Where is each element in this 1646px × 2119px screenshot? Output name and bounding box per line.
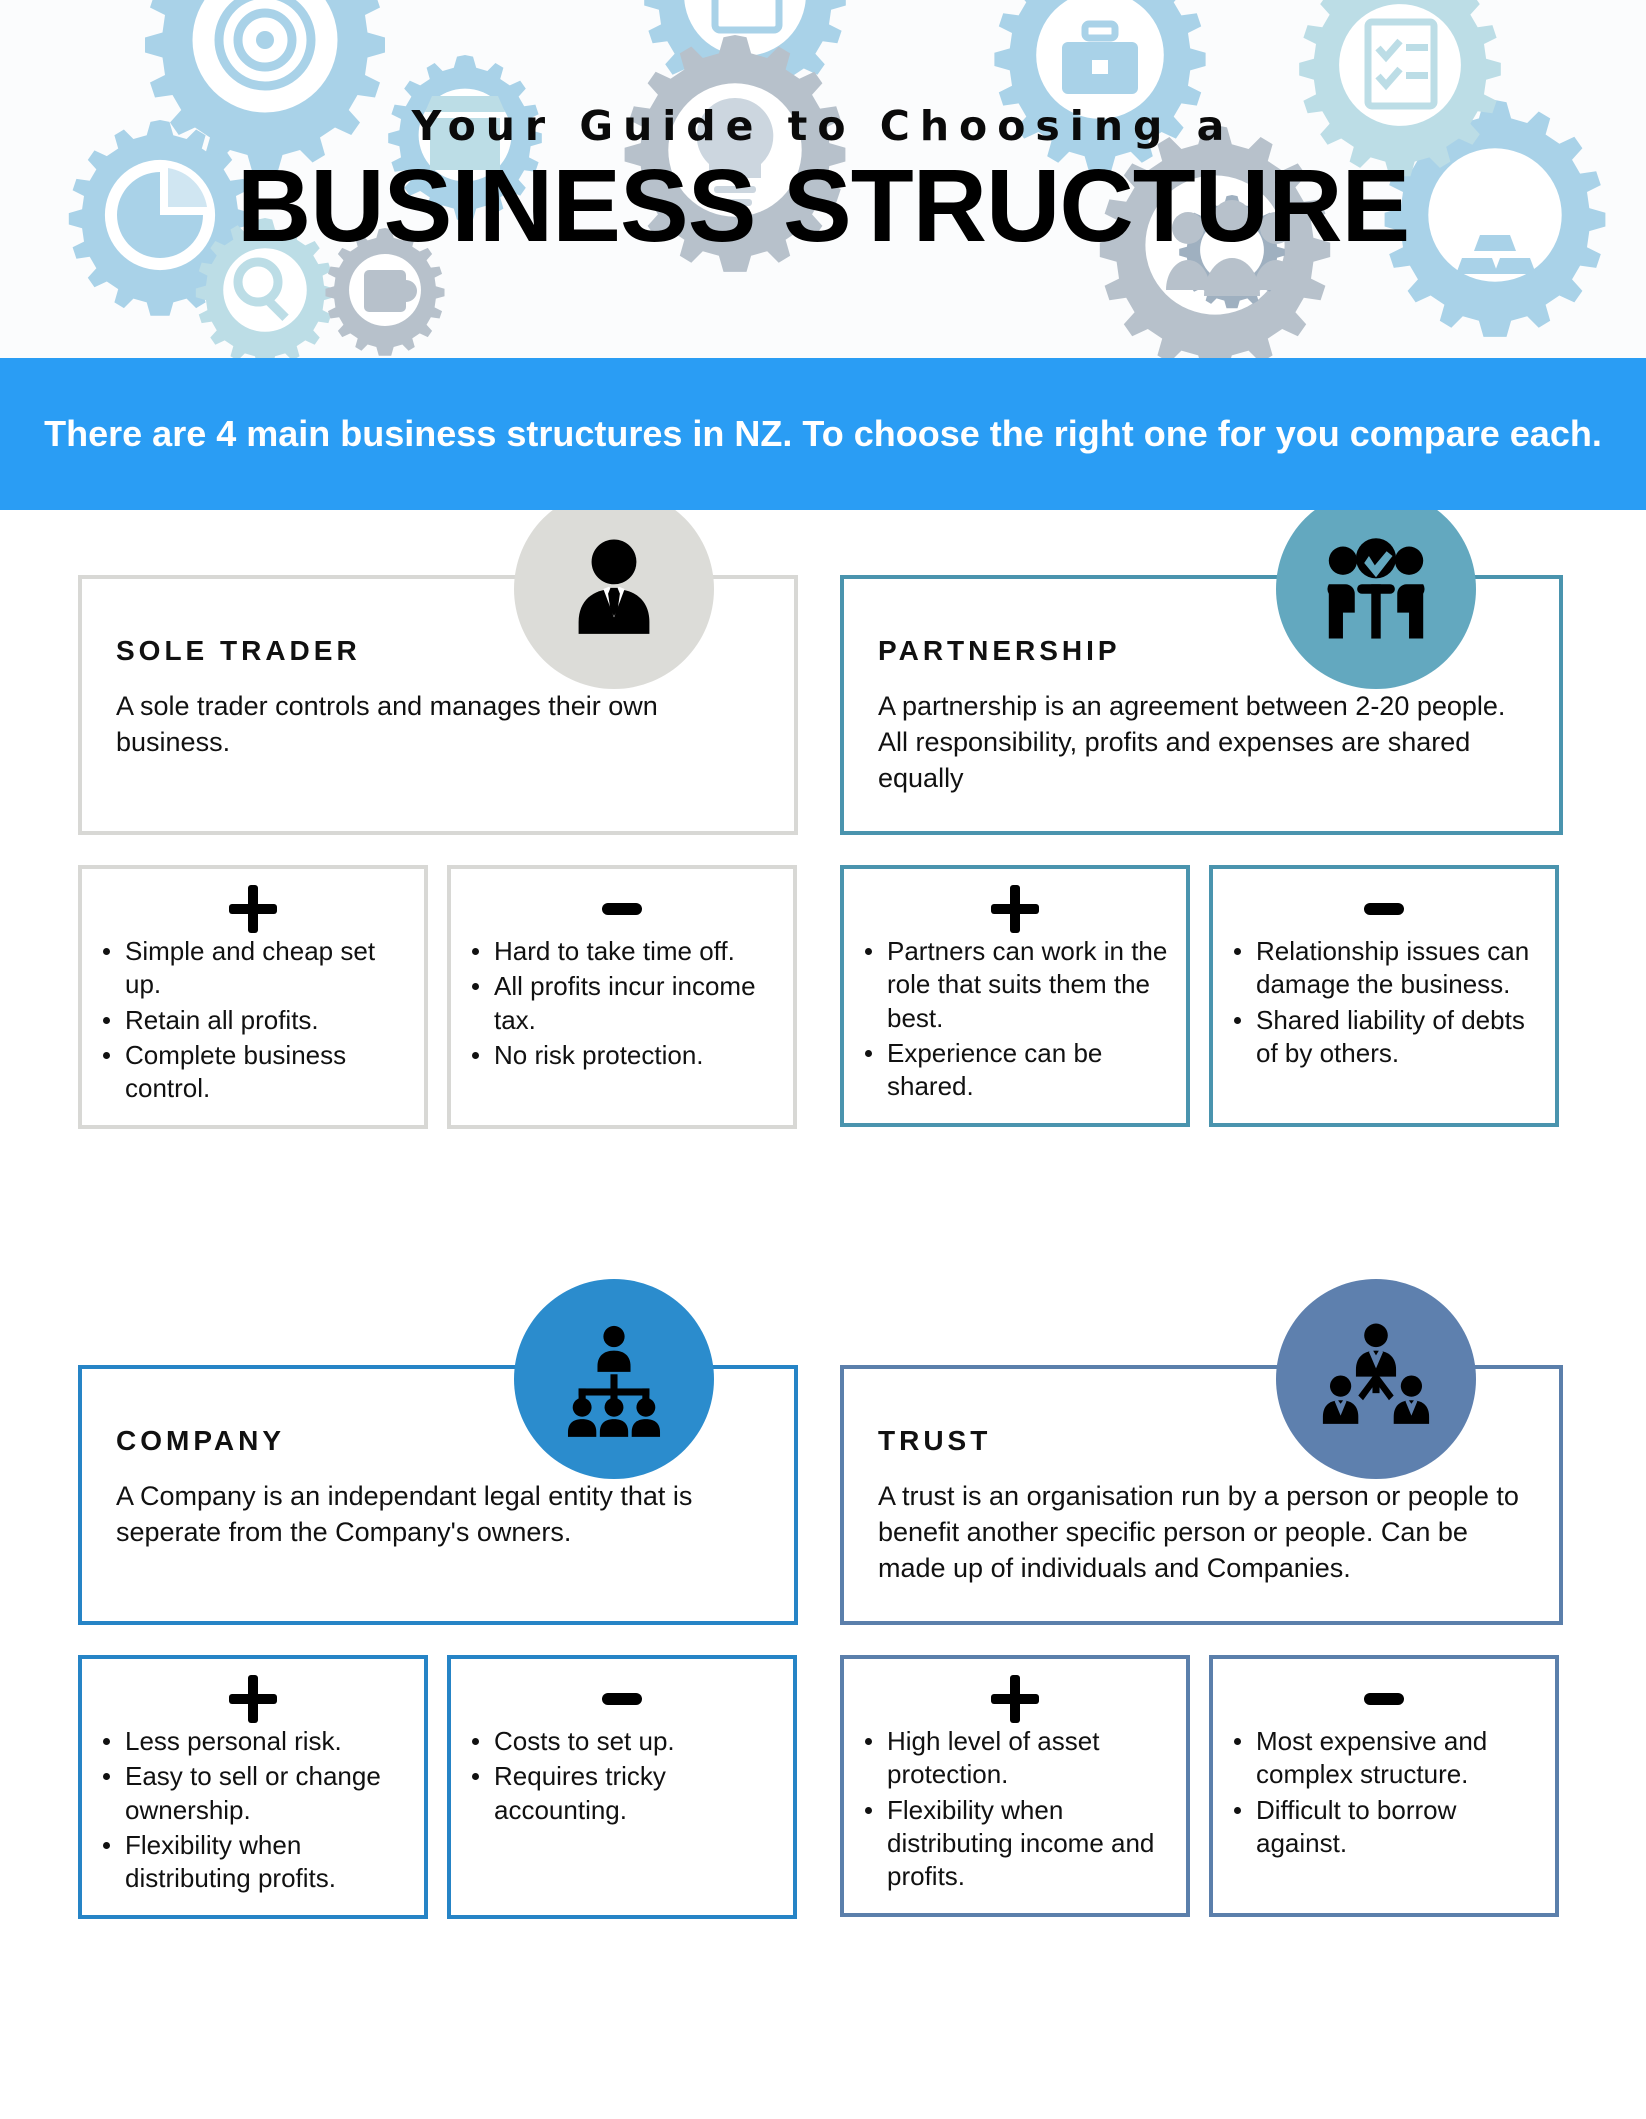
minus-icon [1229,1673,1539,1725]
briefcase-icon [1062,20,1138,94]
calendar-icon [711,0,783,34]
list-item: All profits incur income tax. [467,970,777,1037]
minus-icon [1229,883,1539,935]
list-item: Relationship issues can damage the busin… [1229,935,1539,1002]
structure-title: TRUST [878,1425,992,1456]
list-item: Simple and cheap set up. [98,935,408,1002]
cons-box: Most expensive and complex structure. Di… [1209,1655,1559,1918]
header-banner: Your Guide to Choosing a BUSINESS STRUCT… [0,0,1646,358]
list-item: High level of asset protection. [860,1725,1170,1792]
definition-card: PARTNERSHIP A partnership is an agreemen… [840,489,1563,835]
pros-list: Less personal risk. Easy to sell or chan… [98,1725,408,1895]
list-item: Most expensive and complex structure. [1229,1725,1539,1792]
list-item: Retain all profits. [98,1004,408,1037]
list-item: Hard to take time off. [467,935,777,968]
cons-list: Costs to set up. Requires tricky account… [467,1725,777,1827]
pros-cons-row: High level of asset protection. Flexibil… [840,1655,1563,1918]
list-item: Flexibility when distributing profits. [98,1829,408,1896]
structure-card-partnership: PARTNERSHIP A partnership is an agreemen… [840,489,1610,1128]
org-chart-icon [514,1279,714,1479]
storefront-icon [425,96,505,170]
pros-cons-row: Simple and cheap set up. Retain all prof… [78,865,798,1130]
gold-bars-icon [1456,235,1536,274]
trust-network-icon [1276,1279,1476,1479]
list-item: Flexibility when distributing income and… [860,1794,1170,1894]
checklist-icon [1364,18,1438,110]
target-icon [214,0,316,91]
structure-title: PARTNERSHIP [878,635,1121,666]
list-item: Costs to set up. [467,1725,777,1758]
pros-list: Simple and cheap set up. Retain all prof… [98,935,408,1105]
people-group-icon [1166,200,1298,296]
partnership-glyph [1327,538,1425,639]
gear-background-pattern [68,0,1606,358]
intro-banner: There are 4 main business structures in … [0,358,1646,510]
structure-title: COMPANY [116,1425,286,1456]
pros-box: High level of asset protection. Flexibil… [840,1655,1190,1918]
plus-icon [98,1673,408,1725]
pros-box: Partners can work in the role that suits… [840,865,1190,1128]
pros-box: Simple and cheap set up. Retain all prof… [78,865,428,1130]
cons-box: Hard to take time off. All profits incur… [447,865,797,1130]
definition-card: TRUST A trust is an organisation run by … [840,1279,1563,1625]
pros-box: Less personal risk. Easy to sell or chan… [78,1655,428,1920]
structures-grid: SOLE TRADER A sole trader controls and m… [0,489,1646,2119]
structure-description: A trust is an organisation run by a pers… [878,1481,1519,1583]
search-icon [233,257,289,322]
plus-icon [860,1673,1170,1725]
trust-network-glyph [1322,1323,1430,1424]
plus-icon [98,883,408,935]
definition-card: COMPANY A Company is an independant lega… [78,1279,798,1625]
list-item: Difficult to borrow against. [1229,1794,1539,1861]
businessperson-icon [514,489,714,689]
minus-icon [467,883,777,935]
list-item: Shared liability of debts of by others. [1229,1004,1539,1071]
plus-icon [860,883,1170,935]
list-item: Complete business control. [98,1039,408,1106]
definition-card: SOLE TRADER A sole trader controls and m… [78,489,798,835]
cons-list: Relationship issues can damage the busin… [1229,935,1539,1070]
cons-box: Relationship issues can damage the busin… [1209,865,1559,1128]
pros-list: Partners can work in the role that suits… [860,935,1170,1103]
partnership-handshake-icon [1276,489,1476,689]
structure-card-company: COMPANY A Company is an independant lega… [78,1279,848,1920]
cons-list: Hard to take time off. All profits incur… [467,935,777,1072]
header-kicker: Your Guide to Choosing a [411,101,1235,150]
structure-description: A Company is an independant legal entity… [116,1481,693,1547]
pros-cons-row: Less personal risk. Easy to sell or chan… [78,1655,798,1920]
list-item: Partners can work in the role that suits… [860,935,1170,1035]
list-item: Easy to sell or change ownership. [98,1760,408,1827]
structure-card-trust: TRUST A trust is an organisation run by … [840,1279,1610,1918]
list-item: Requires tricky accounting. [467,1760,777,1827]
intro-banner-text: There are 4 main business structures in … [44,413,1602,455]
list-item: No risk protection. [467,1039,777,1072]
page-title: BUSINESS STRUCTURE [236,147,1410,263]
pros-cons-row: Partners can work in the role that suits… [840,865,1563,1128]
list-item: Less personal risk. [98,1725,408,1758]
cons-list: Most expensive and complex structure. Di… [1229,1725,1539,1860]
puzzle-icon [364,270,417,312]
businessperson-glyph [578,539,650,634]
list-item: Experience can be shared. [860,1037,1170,1104]
cons-box: Costs to set up. Requires tricky account… [447,1655,797,1920]
org-chart-glyph [567,1325,661,1437]
minus-icon [467,1673,777,1725]
structure-card-sole-trader: SOLE TRADER A sole trader controls and m… [78,489,848,1130]
pros-list: High level of asset protection. Flexibil… [860,1725,1170,1893]
pie-chart-icon [117,168,207,258]
structure-description: A partnership is an agreement between 2-… [878,691,1506,793]
structure-title: SOLE TRADER [116,635,361,666]
lightbulb-icon [696,97,774,206]
structure-description: A sole trader controls and manages their… [116,691,658,757]
